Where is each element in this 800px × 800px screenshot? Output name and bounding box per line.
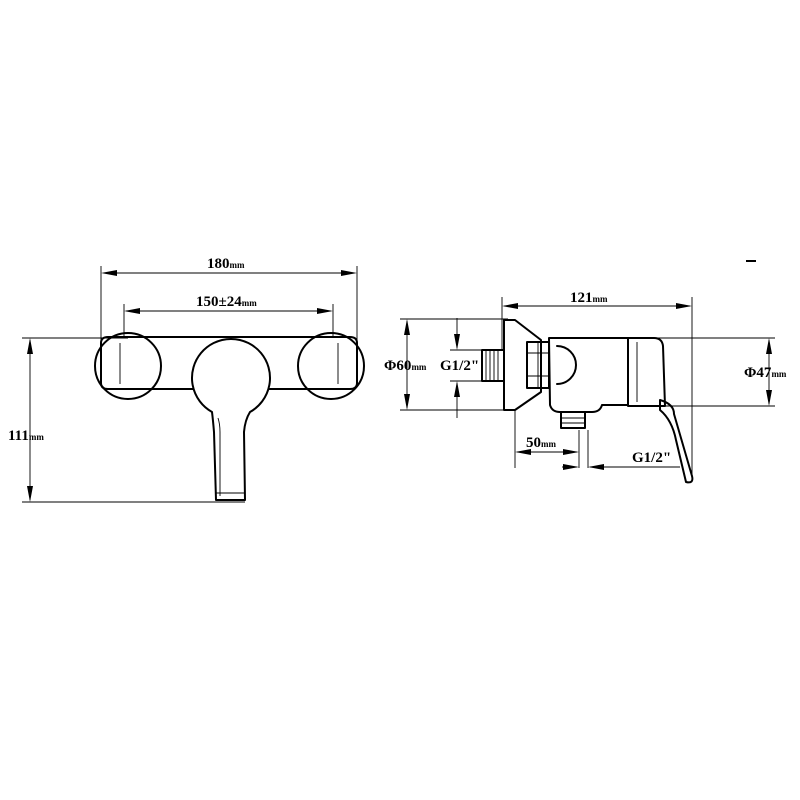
side-extension-lines [400, 297, 775, 480]
side-lever [659, 399, 694, 484]
outlet-thread [560, 411, 586, 429]
dim-outlet-offset: 50mm [515, 435, 579, 455]
dim-wall-flange-diameter-label: Φ60mm [384, 358, 427, 374]
dim-side-depth-label: 121mm [570, 290, 608, 306]
inlet-thread [481, 349, 505, 382]
front-extension-lines [22, 266, 358, 503]
handle-disc-and-lever [191, 337, 271, 501]
front-view [94, 332, 365, 501]
side-view [481, 319, 694, 484]
dim-inlet-thread: G1/2" [440, 318, 479, 418]
side-handle-cap [627, 337, 666, 407]
dim-outlet-thread-label: G1/2" [632, 450, 671, 466]
dim-front-spacing-label: 150±24mm [196, 294, 257, 310]
dim-body-diameter-label: Φ47mm [744, 365, 787, 381]
dim-side-depth: 121mm [502, 290, 692, 309]
ball-joint [556, 345, 577, 385]
dim-outlet-offset-label: 50mm [526, 435, 556, 451]
side-wall-flange [503, 319, 542, 411]
left-wall-flange [94, 332, 162, 400]
lever-inner-line [217, 417, 221, 496]
dim-front-width: 180mm [101, 256, 357, 276]
right-wall-flange [297, 332, 365, 400]
dim-front-spacing: 150±24mm [124, 294, 333, 314]
dim-front-width-label: 180mm [207, 256, 245, 272]
dim-outlet-thread: G1/2" [562, 450, 680, 470]
dim-body-diameter: Φ47mm [744, 338, 787, 406]
inlet-thread-ridges [485, 350, 499, 381]
dim-front-height: 111mm [8, 338, 44, 502]
dim-wall-flange-diameter: Φ60mm [384, 319, 427, 410]
side-mixer-body [548, 337, 629, 413]
dim-front-height-label: 111mm [8, 428, 44, 444]
dim-inlet-thread-label: G1/2" [440, 358, 479, 374]
